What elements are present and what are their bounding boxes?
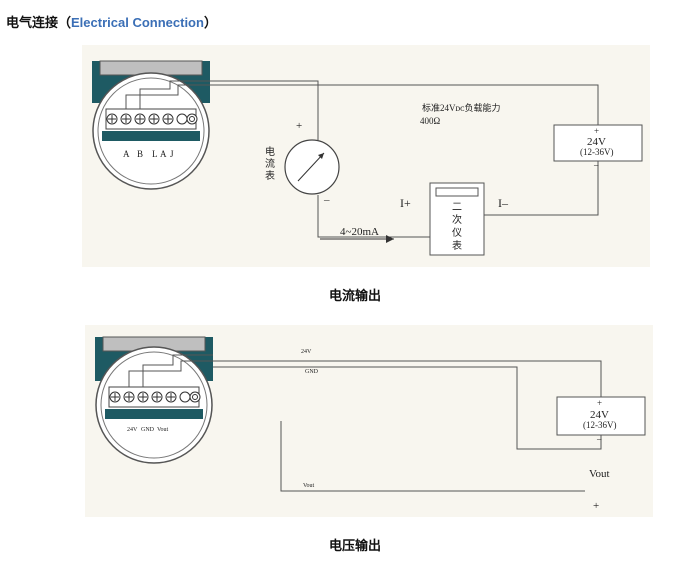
supply-minus: – [593,160,599,170]
terminal-screw-icon [120,113,132,125]
terminal-screw-icon [106,113,118,125]
terminal-screw-icon [134,113,146,125]
heading-cn: 电气连接（ [6,15,72,30]
instrument-label-1: 二 [452,202,462,213]
ground-screw-icon [189,391,201,403]
ammeter-needle [297,152,325,182]
housing-cap-inner [102,336,206,352]
current-output-caption: 电流输出 [329,288,382,303]
wire-vout [280,421,585,492]
wire-gnd [213,366,602,450]
ammeter: + – 电 流 表 [265,120,340,206]
voltage-output-diagram-panel: 24V GND Vout 24V GND Vout + 24V (12-36V)… [85,325,653,517]
section-heading: 电气连接（Electrical Connection） [6,12,217,31]
supply-plus: + [594,126,599,136]
internal-wire [142,354,213,387]
wire-24v [213,360,602,397]
terminal-label-24v: 24V [127,427,138,433]
ammeter-return-wire [317,195,430,238]
supply-range: (12-36V) [583,420,617,430]
instrument-return-wire [484,159,599,216]
terminal-block [108,386,201,408]
terminal-label-l: L [152,149,158,159]
housing-cap-inner [99,60,203,76]
wire-vout-label: Vout [303,483,315,489]
wire-gnd-label: GND [305,369,319,375]
signal-arrow-head [386,235,394,243]
terminal-strip-band [102,131,200,141]
power-supply: + 24V (12-36V) – [553,124,643,170]
instrument-display [435,187,479,197]
vout-plus: + [593,500,599,512]
internal-wire [139,80,210,109]
terminal-label-b: B [137,149,143,159]
voltage-output-caption: 电压输出 [329,538,382,553]
terminal-screw-icon [148,113,160,125]
supply-minus: – [596,434,602,444]
terminal-label-a2: A [160,149,167,159]
current-output-diagram: A B L A J + – 电 流 表 标准24Vᴅᴄ负载能力 400Ω + [92,60,643,256]
terminal-screw-icon [162,113,174,125]
housing-body-inner [100,351,208,459]
terminal-strip-band [105,409,203,419]
internal-wire [128,360,213,387]
load-capacity-note: 标准24Vᴅᴄ负载能力 [422,102,501,113]
supply-plus: + [597,398,602,408]
terminal-label-a: A [123,149,130,159]
heading-en: Electrical Connection [71,15,204,30]
ammeter-minus: – [323,194,330,206]
internal-wire [125,84,210,109]
terminal-screw-icon [137,391,149,403]
terminal-block [105,108,198,130]
current-out-label: I– [498,196,509,210]
terminal-screw-icon [151,391,163,403]
current-in-label: I+ [400,196,411,210]
vout-label: Vout [589,468,610,480]
load-resistance-note: 400Ω [420,116,441,126]
ammeter-needle-tip [318,153,324,159]
voltage-output-diagram: 24V GND Vout 24V GND Vout + 24V (12-36V)… [95,336,646,512]
ammeter-label-2: 流 [265,157,275,170]
power-supply-box [556,396,646,436]
terminal-screw-icon [176,113,188,125]
power-supply: + 24V (12-36V) – [556,396,646,444]
terminal-screw-icon [179,391,191,403]
signal-label: 4~20mA [340,226,379,238]
supply-voltage: 24V [587,136,606,148]
instrument-label-2: 次 [452,213,462,226]
transmitter-housing: A B L A J [92,60,210,190]
wire-24v-label: 24V [301,349,312,355]
power-supply-box [553,124,643,162]
heading-close: ） [203,15,217,30]
transmitter-housing: 24V GND Vout [95,336,213,464]
ground-screw-icon [186,113,198,125]
terminal-screw-icon [123,391,135,403]
terminal-label-vout: Vout [157,427,169,433]
ammeter-wire [210,80,319,140]
instrument-label-4: 表 [452,239,462,252]
secondary-instrument: 二 次 仪 表 [429,182,485,256]
housing-body-inner [97,77,205,185]
ammeter-plus: + [296,120,302,132]
terminal-label-j: J [170,149,174,159]
supply-range: (12-36V) [580,147,614,157]
current-output-diagram-panel: A B L A J + – 电 流 表 标准24Vᴅᴄ负载能力 400Ω + [82,45,650,267]
instrument-label-3: 仪 [452,227,462,239]
terminal-label-gnd: GND [141,427,155,433]
ammeter-label-3: 表 [265,169,275,182]
supply-voltage: 24V [590,409,609,421]
ammeter-icon [284,139,340,195]
terminal-screw-icon [165,391,177,403]
terminal-screw-icon [109,391,121,403]
supply-wire-top [210,84,599,125]
ammeter-label-1: 电 [265,145,275,158]
